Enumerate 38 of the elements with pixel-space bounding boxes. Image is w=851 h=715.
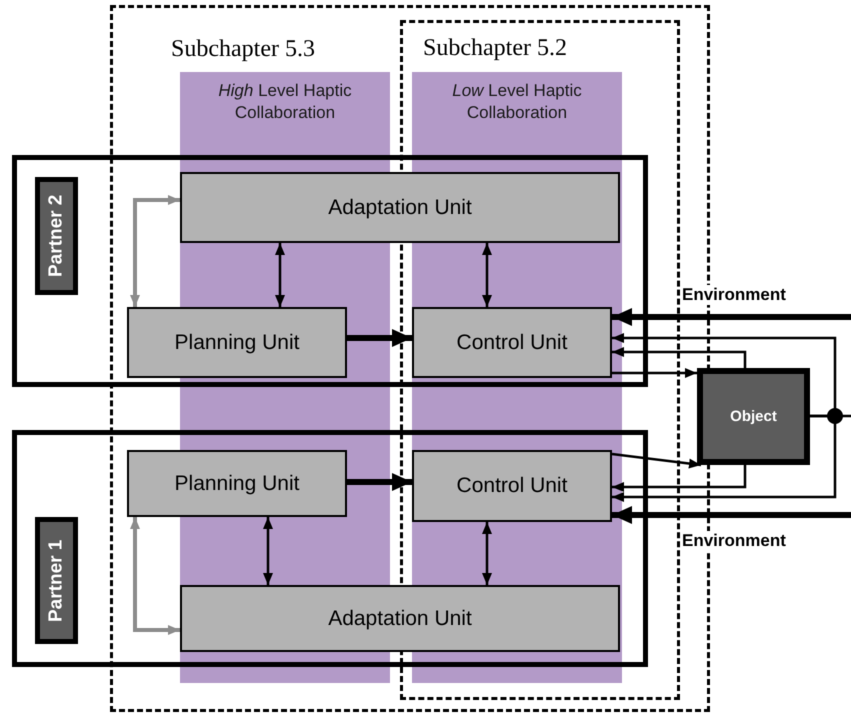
region-title: Subchapter 5.2 (423, 35, 567, 62)
unit-box (412, 450, 612, 522)
arrow (130, 517, 180, 635)
unit-label: Planning Unit (174, 330, 300, 354)
partner-tag: Partner 2 (35, 177, 78, 295)
band-title: Low Level Haptic Collaboration (451, 80, 583, 124)
unit-box (127, 307, 347, 378)
unit-label: Planning Unit (174, 472, 300, 496)
partner-frame (12, 155, 648, 387)
arrow (130, 195, 180, 307)
arrow (612, 368, 697, 378)
unit-label: Control Unit (456, 474, 568, 498)
object-label: Object (730, 408, 777, 425)
unit-label: Adaptation Unit (328, 606, 472, 630)
unit-label: Adaptation Unit (328, 196, 472, 220)
partner-tag: Partner 1 (35, 517, 78, 644)
unit-label: Control Unit (456, 330, 568, 354)
unit-box (127, 450, 347, 517)
arrow (612, 506, 851, 524)
arrow (612, 465, 746, 492)
edge-label: Environment (680, 531, 788, 551)
arrow (612, 308, 851, 326)
region-title: Subchapter 5.3 (171, 36, 315, 63)
arrow (263, 517, 273, 585)
arrow (347, 329, 412, 347)
unit-box (180, 172, 620, 243)
partner-frame (12, 430, 648, 667)
arrow (275, 243, 285, 307)
arrow (482, 522, 492, 585)
edge-label: Environment (680, 285, 788, 305)
arrow (612, 347, 746, 368)
arrow (347, 473, 412, 491)
unit-box (412, 307, 612, 378)
object-box (697, 368, 810, 465)
unit-box (180, 585, 620, 652)
band-title: High Level Haptic Collaboration (217, 80, 353, 124)
arrow (482, 243, 492, 307)
arrow (612, 452, 702, 468)
